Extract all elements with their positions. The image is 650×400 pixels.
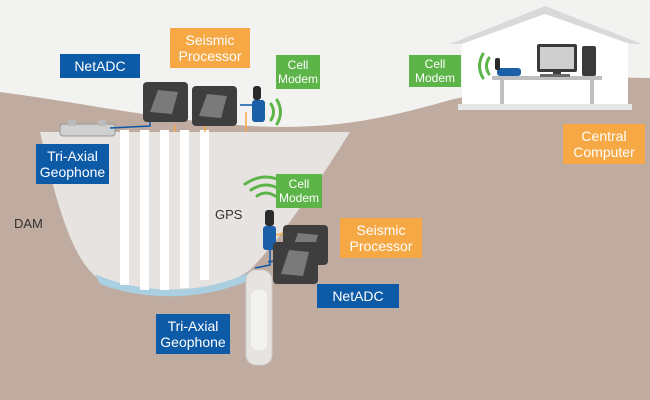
seismic-processor-bottom-label: Seismic Processor	[340, 218, 422, 258]
top-processor-1	[143, 82, 188, 122]
water	[95, 272, 250, 297]
bottom-processor-2	[273, 242, 318, 284]
desk	[492, 76, 602, 104]
house-signal-waves	[478, 52, 491, 80]
dam-label: DAM	[14, 216, 43, 231]
dam-body	[40, 132, 350, 295]
bottom-modem-unit	[263, 226, 276, 250]
cell-modem-top-label: Cell Modem	[276, 55, 320, 89]
cable-orange-top	[174, 112, 247, 132]
top-signal-waves	[269, 98, 282, 126]
gps-label: GPS	[215, 207, 243, 222]
top-processor-2	[192, 86, 237, 126]
cell-modem-house-label: Cell Modem	[409, 55, 461, 87]
top-geophone-device	[59, 123, 116, 137]
netadc-top-label: NetADC	[60, 54, 140, 78]
central-computer-label: Central Computer	[563, 124, 645, 164]
house-modem	[495, 58, 521, 76]
computer	[537, 44, 596, 77]
triaxial-geophone-bottom-label: Tri-Axial Geophone	[156, 314, 230, 354]
seismic-processor-top-label: Seismic Processor	[170, 28, 250, 68]
dam-columns	[120, 130, 209, 290]
netadc-bottom-label: NetADC	[317, 284, 399, 308]
bottom-gps-unit	[265, 210, 274, 226]
top-gps-unit	[253, 86, 261, 100]
top-modem-unit	[252, 100, 265, 122]
cell-modem-bottom-label: Cell Modem	[276, 174, 322, 208]
triaxial-geophone-top-label: Tri-Axial Geophone	[36, 144, 109, 184]
